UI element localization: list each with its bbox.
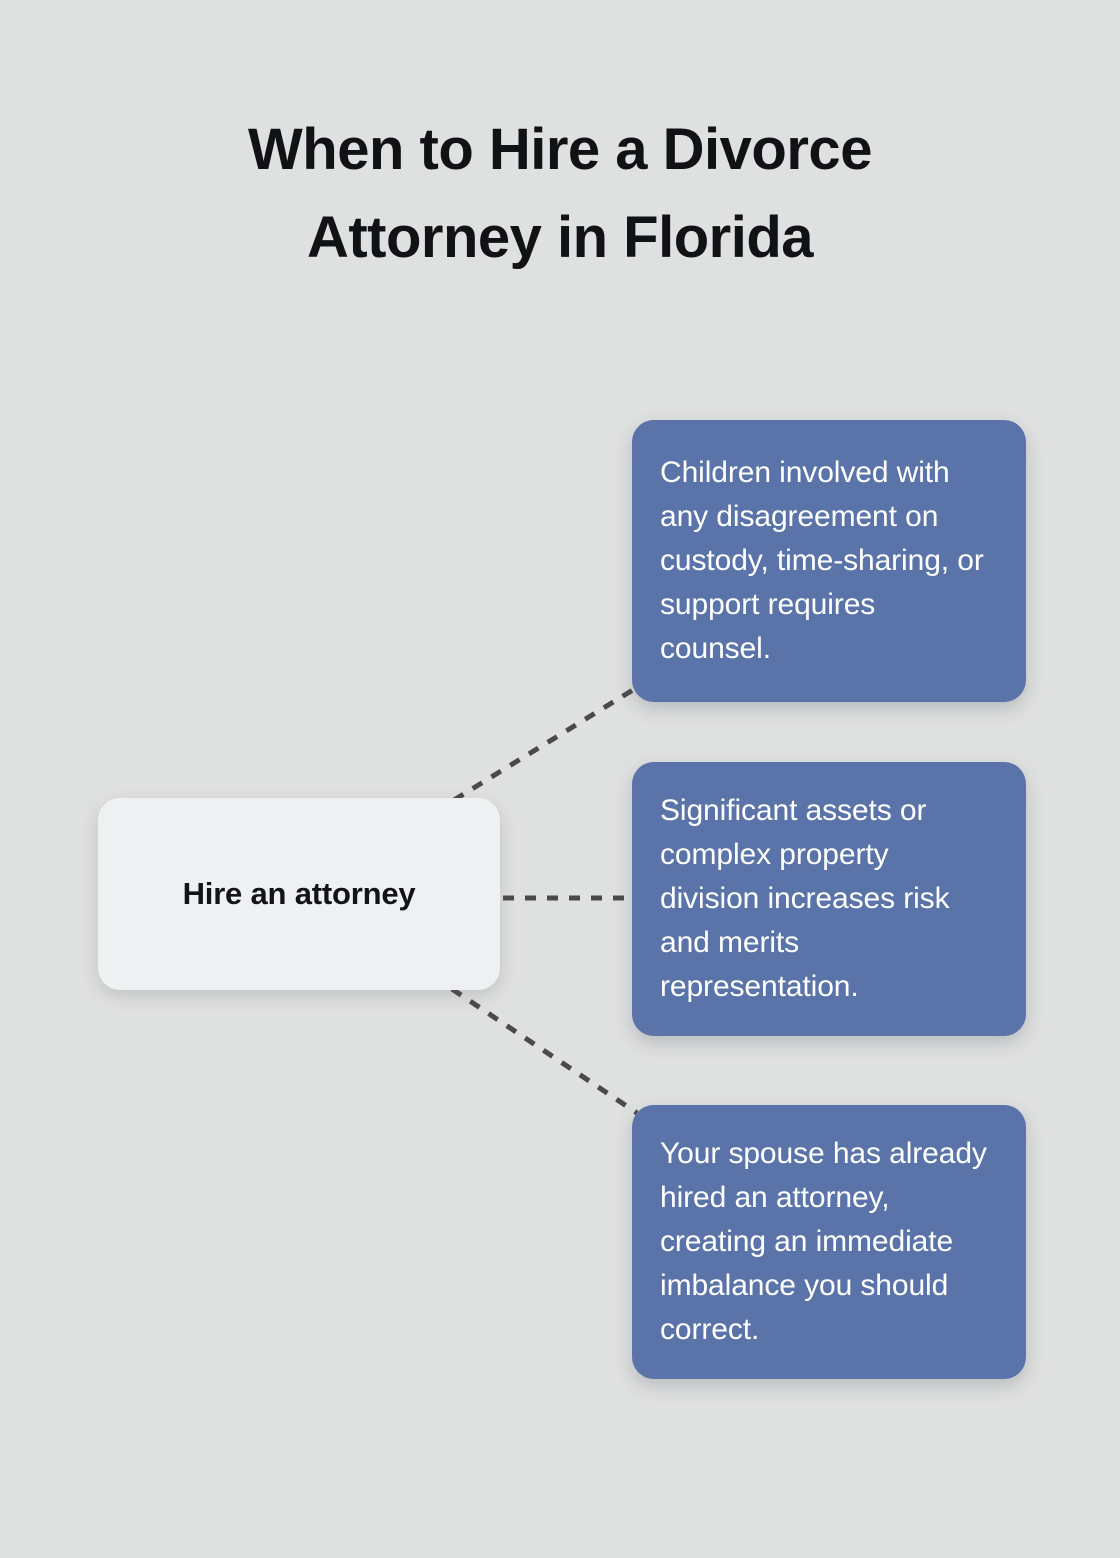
connector-center-to-branch-2: [450, 986, 639, 1116]
center-node-hire-an-attorney[interactable]: Hire an attorney: [98, 798, 500, 990]
page-title: When to Hire a Divorce Attorney in Flori…: [248, 117, 872, 270]
branch-card-text: Children involved with any disagreement …: [660, 456, 984, 665]
branch-card-text: Your spouse has already hired an attorne…: [660, 1137, 987, 1346]
branch-card-significant-assets[interactable]: Significant assets or complex property d…: [632, 762, 1026, 1036]
branch-card-text: Significant assets or complex property d…: [660, 794, 950, 1003]
branch-card-spouse-hired-attorney[interactable]: Your spouse has already hired an attorne…: [632, 1105, 1026, 1379]
connector-center-to-branch-0: [452, 685, 638, 803]
branch-card-children-custody[interactable]: Children involved with any disagreement …: [632, 420, 1026, 702]
center-node-label: Hire an attorney: [182, 876, 416, 911]
